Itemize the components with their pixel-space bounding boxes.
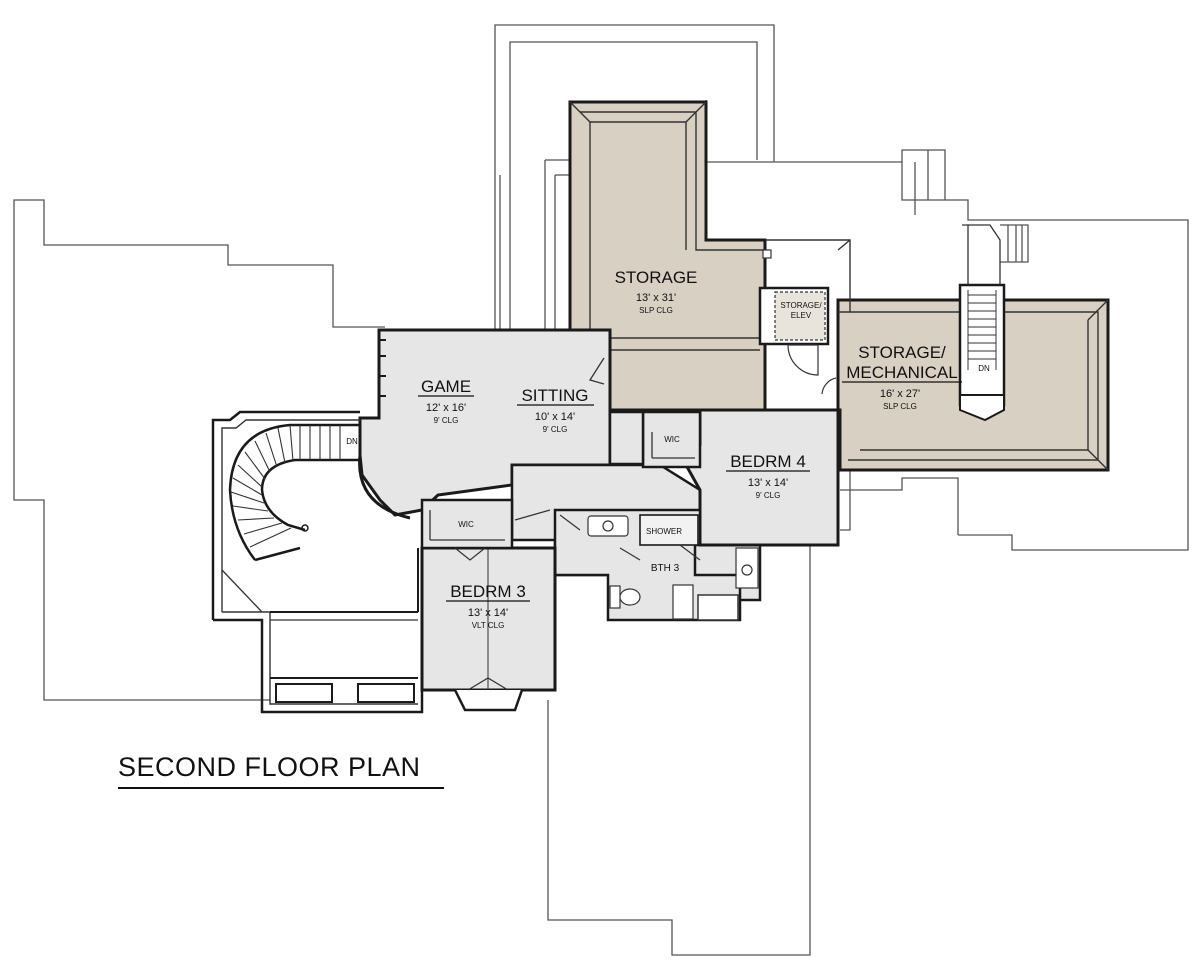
curved-staircase — [211, 410, 424, 714]
storage-elev-line2: ELEV — [791, 311, 812, 320]
plan-title: SECOND FLOOR PLAN — [118, 752, 444, 789]
bth3-name: BTH 3 — [651, 563, 680, 574]
storage-elev-line1: STORAGE/ — [780, 301, 822, 310]
sitting-dims: 10' x 14' — [535, 411, 575, 423]
storage-mech-ceiling: SLP CLG — [883, 402, 917, 411]
bedrm4-dims: 13' x 14' — [748, 477, 788, 489]
grey-rooms — [358, 328, 840, 712]
bedrm4-ceiling: 9' CLG — [756, 491, 781, 500]
room-labels: STORAGE 13' x 31' SLP CLG STORAGE/ ELEV … — [346, 268, 990, 630]
storage-fills — [568, 100, 1110, 472]
stair-right — [958, 283, 1006, 407]
storage-mech-dims: 16' x 27' — [880, 388, 920, 400]
game-ceiling: 9' CLG — [434, 416, 459, 425]
bedrm4-name: BEDRM 4 — [730, 452, 806, 471]
shower-fill — [639, 514, 699, 546]
sitting-name: SITTING — [521, 386, 588, 405]
bedrm3-dims: 13' x 14' — [468, 607, 508, 619]
wic-right-name: WIC — [664, 435, 680, 444]
storage-dims: 13' x 31' — [636, 292, 676, 304]
bedrm3-ceiling: VLT CLG — [472, 621, 505, 630]
storage-ceiling: SLP CLG — [639, 306, 673, 315]
sitting-ceiling: 9' CLG — [543, 425, 568, 434]
shower-name: SHOWER — [646, 527, 682, 536]
game-name: GAME — [421, 377, 471, 396]
storage-mech-line1: STORAGE/ — [858, 343, 946, 362]
game-dims: 12' x 16' — [426, 402, 466, 414]
stair-dn-left: DN — [346, 437, 358, 446]
storage-name: STORAGE — [615, 268, 698, 287]
roof-outline — [13, 24, 1189, 956]
stair-dn-right: DN — [978, 364, 990, 373]
wic-left-name: WIC — [458, 520, 474, 529]
bedrm3-name: BEDRM 3 — [450, 582, 526, 601]
storage-mech-line2: MECHANICAL — [846, 363, 957, 382]
